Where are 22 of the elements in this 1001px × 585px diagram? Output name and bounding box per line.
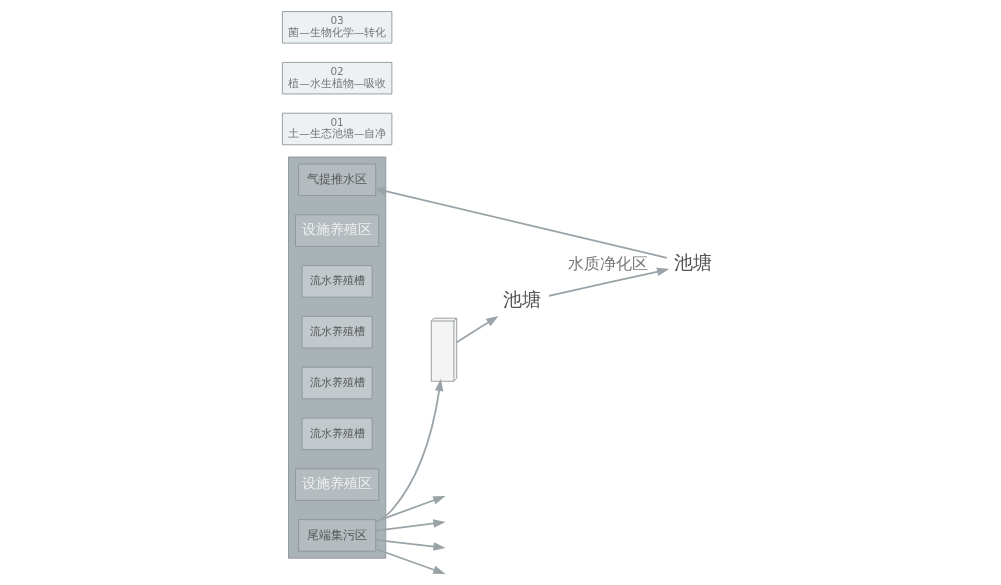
- node-text: 池塘: [674, 250, 713, 274]
- node-box: 03 菌—生物化学—转化: [281, 11, 393, 44]
- node-box: 气提推水区: [298, 163, 377, 196]
- arrow: [375, 496, 446, 523]
- arrow: [375, 519, 446, 532]
- arrow: [374, 378, 444, 524]
- arrow: [375, 538, 446, 551]
- node-box: 设施养殖区: [295, 468, 380, 501]
- arrow: [548, 267, 670, 297]
- node-box: 设施养殖区: [295, 214, 380, 247]
- node-box: 01 土—生态池塘—自净: [281, 112, 393, 146]
- node-box: 流水养殖槽: [301, 417, 373, 450]
- edge-label: 水质净化区: [567, 254, 648, 274]
- node-box: 流水养殖槽: [301, 366, 373, 400]
- node-text: 池塘: [503, 288, 542, 312]
- node-box: 流水养殖槽: [301, 265, 373, 298]
- arrow: [375, 548, 446, 574]
- arrow: [455, 316, 499, 344]
- arrow: [373, 186, 668, 259]
- node-box: 02 植—水生植物—吸收: [281, 61, 393, 95]
- node-box: 流水养殖槽: [301, 316, 373, 349]
- node-box: 尾端集污区: [298, 519, 377, 552]
